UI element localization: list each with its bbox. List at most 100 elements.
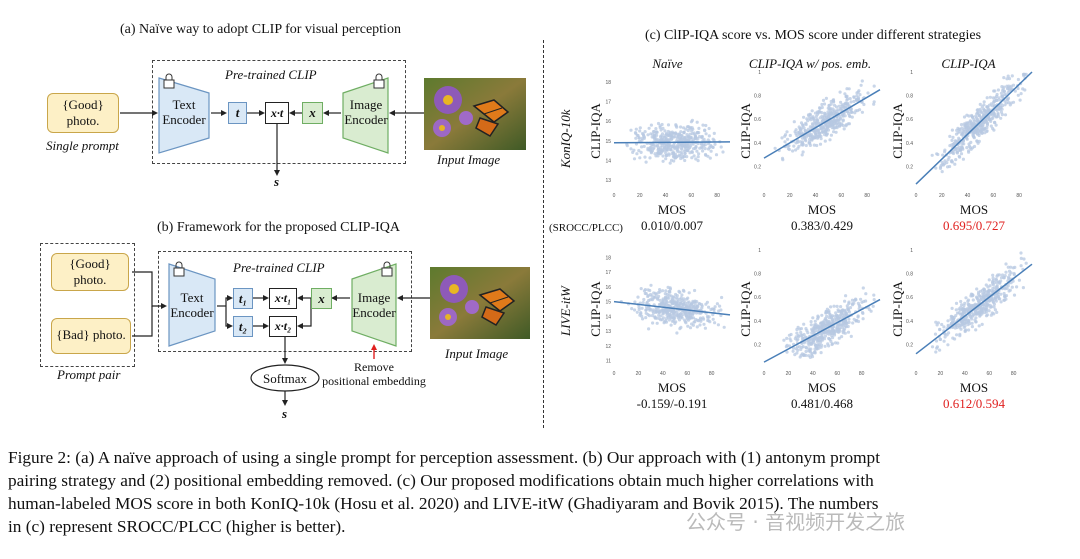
scatter-point (950, 315, 954, 319)
scatter-point (844, 294, 848, 298)
scatter-point (803, 128, 807, 132)
trend-line (613, 141, 731, 144)
x-tick-label: 20 (786, 371, 792, 377)
scatter-point (672, 295, 676, 299)
scatter-point (872, 102, 876, 106)
scatter-point (1015, 285, 1019, 289)
scatter-point (1002, 298, 1007, 302)
scatter-point (640, 314, 644, 318)
scatter-point (849, 100, 853, 104)
scatter-point (943, 150, 947, 154)
scatter-point (695, 325, 699, 329)
scatter-point (844, 324, 848, 328)
scatter-point (933, 332, 938, 336)
scatter-point (791, 149, 795, 153)
scatter-point (661, 126, 665, 130)
scatter-point (666, 123, 671, 127)
scatter-point (644, 308, 648, 312)
x-tick-label: 60 (684, 371, 690, 377)
scatter-point (992, 128, 996, 132)
y-tick-label: 15 (605, 139, 611, 145)
scatter-point (655, 144, 659, 148)
scatter-point (855, 318, 859, 323)
prompt-line2: photo. (66, 113, 100, 128)
scatter-point (930, 153, 934, 157)
scatter-point (661, 298, 665, 302)
col-title-clip-iqa: CLIP-IQA (941, 56, 996, 71)
scatter-point (646, 148, 650, 152)
scatter-point (632, 148, 636, 152)
scatter-point (935, 152, 939, 156)
y-tick-label: 12 (605, 344, 611, 350)
scatter-point (872, 298, 876, 302)
scatter-point (961, 308, 966, 312)
scatter-point (706, 154, 710, 158)
scatter-point (830, 342, 835, 346)
scatter-point (872, 293, 876, 297)
scatter-point (656, 148, 660, 152)
scatter-point (1016, 86, 1020, 91)
scatter-point (665, 313, 669, 317)
scatter-point (637, 307, 641, 312)
scatter-point (1007, 289, 1011, 293)
scatter-point (975, 127, 980, 131)
scatter-point (643, 130, 647, 134)
scatter-point (800, 140, 805, 144)
prompt-line1: {Good} (62, 97, 104, 112)
scatter-point (989, 313, 993, 317)
y-tick-label: 0.6 (754, 295, 761, 301)
scatter-point (1019, 264, 1023, 268)
scatter-point (999, 276, 1004, 280)
caption-line-1: Figure 2: (a) A naïve approach of using … (8, 448, 881, 467)
scatter-point (814, 344, 818, 348)
scatter-point (985, 313, 990, 317)
metric-label: (SROCC/PLCC) (549, 222, 623, 234)
scatter-point (636, 295, 640, 299)
scatter-point (829, 305, 833, 309)
scatter-point (785, 343, 789, 347)
scatter-point (993, 308, 998, 312)
scatter-point (804, 121, 808, 125)
scatter-point (971, 304, 975, 308)
x-tick-label: 60 (834, 371, 840, 377)
scatter-point (960, 126, 964, 130)
scatter-point (635, 152, 639, 156)
scatter-point (1021, 286, 1025, 290)
scatter-point (786, 147, 791, 151)
scatter-point (703, 147, 707, 151)
scatter-point (689, 120, 694, 124)
y-tick-label: 17 (605, 270, 611, 276)
y-axis-label: CLIP-IQA (738, 281, 753, 337)
scatter-point (651, 308, 655, 312)
scatter-point (1019, 92, 1023, 96)
scatter-point (687, 134, 691, 138)
scatter-point (630, 307, 634, 311)
image-encoder-shape-b (351, 263, 397, 347)
scatter-point (678, 327, 682, 331)
scatter-point (841, 313, 845, 317)
scatter-point (652, 146, 656, 150)
scatter-point (633, 300, 637, 304)
scatter-point (938, 348, 942, 352)
x-axis-label: MOS (808, 202, 836, 217)
scatter-point (966, 298, 971, 302)
scatter-point (783, 140, 787, 144)
scatter-point (959, 152, 964, 156)
scatter-point (991, 289, 996, 293)
scatter-point (675, 154, 679, 158)
scatter-point (650, 298, 655, 302)
scatter-point (948, 144, 952, 148)
scatter-point (827, 310, 831, 314)
scatter-point (695, 149, 699, 153)
scatter-point (997, 98, 1001, 102)
scatter-point (990, 117, 994, 121)
y-tick-label: 0.4 (906, 141, 913, 147)
scatter-point (664, 289, 668, 293)
scatter-point (709, 144, 713, 148)
scatter-point (672, 135, 676, 139)
scatter-point (796, 325, 800, 329)
scatter-point (674, 314, 678, 318)
scatter-point (993, 96, 997, 100)
scatter-point (659, 314, 663, 318)
scatter-point (957, 148, 961, 152)
